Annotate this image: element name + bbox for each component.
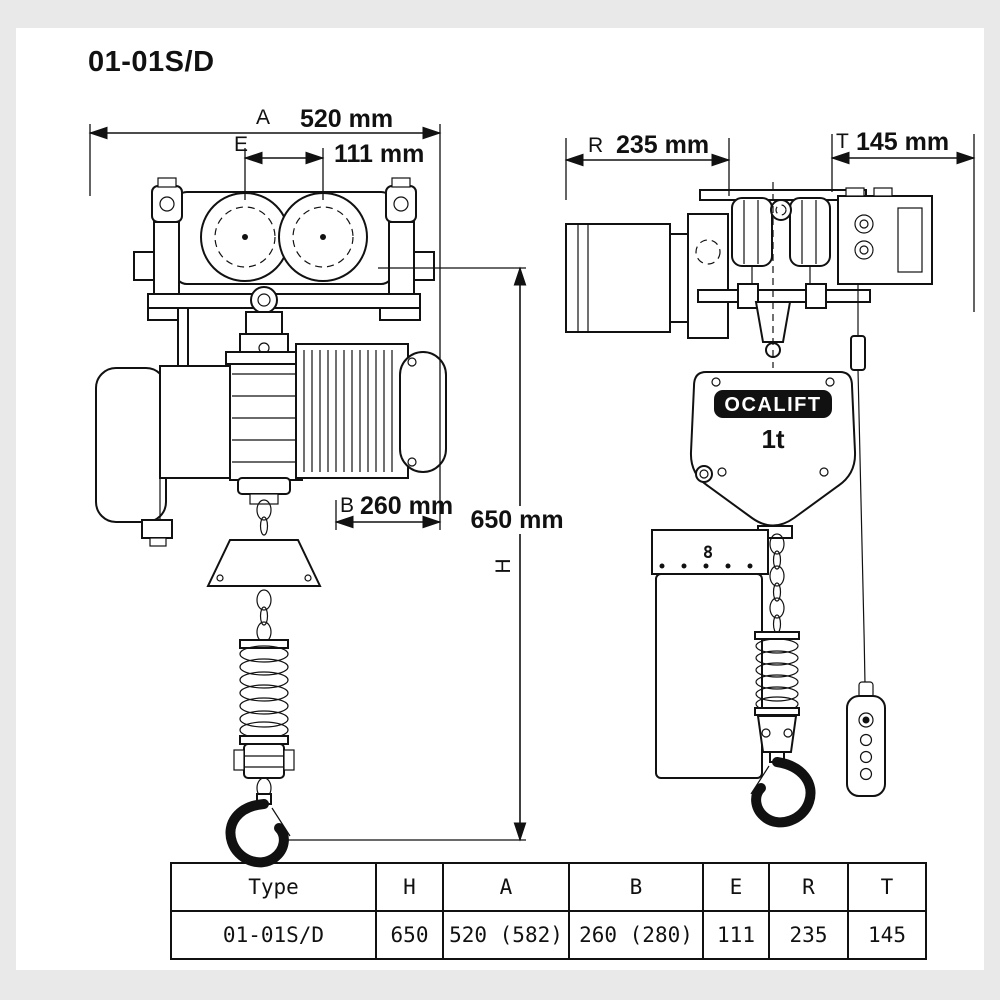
table-header-row: Type H A B E R T [170, 862, 927, 912]
side-hook [751, 757, 816, 828]
pendant-cable [857, 369, 866, 685]
cell-r: 235 [768, 910, 849, 960]
dim-a-letter: A [256, 106, 270, 129]
cell-b: 260 (280) [568, 910, 704, 960]
col-header-type: Type [170, 862, 377, 912]
dimension-a: A 520 mm [88, 105, 442, 530]
brand-plate [714, 390, 832, 418]
side-trolley [565, 182, 933, 368]
dim-b-value: 260 mm [360, 492, 453, 520]
col-header-h: H [375, 862, 444, 912]
brand-label: OCALIFT [724, 394, 821, 416]
side-chain-assembly [750, 533, 816, 828]
cell-type: 01-01S/D [170, 910, 377, 960]
dim-h-value: 650 mm [470, 506, 563, 534]
dimension-h: 650 mm H [286, 266, 572, 842]
dim-h-letter: H [492, 558, 515, 573]
dim-a-value: 520 mm [300, 105, 393, 133]
side-view: OCALIFT 1t 8 [565, 182, 933, 828]
motor-fins [303, 350, 393, 472]
dim-r-letter: R [588, 134, 603, 157]
front-spring [239, 645, 289, 739]
col-header-e: E [702, 862, 770, 912]
col-header-t: T [847, 862, 927, 912]
front-hoist-body [95, 343, 447, 547]
cell-a: 520 (582) [442, 910, 570, 960]
side-hoist-body: OCALIFT 1t [689, 371, 857, 539]
pendant-control [846, 284, 886, 797]
drawing-sheet [16, 28, 984, 970]
model-title: 01-01S/D [88, 46, 215, 78]
capacity-label: 1t [761, 424, 784, 454]
dim-t-letter: T [836, 130, 849, 153]
dim-r-value: 235 mm [616, 131, 709, 159]
front-view [95, 177, 447, 868]
cell-h: 650 [375, 910, 444, 960]
table-row: 01-01S/D 650 520 (582) 260 (280) 111 235… [170, 910, 927, 960]
front-hook [225, 799, 289, 868]
col-header-b: B [568, 862, 704, 912]
cell-t: 145 [847, 910, 927, 960]
col-header-r: R [768, 862, 849, 912]
dimension-r: R 235 mm [564, 131, 731, 200]
front-chain-assembly [206, 499, 322, 868]
dimension-table: Type H A B E R T 01-01S/D 650 520 (582) … [170, 862, 927, 960]
cell-e: 111 [702, 910, 770, 960]
dimension-e: E 111 mm [234, 133, 424, 200]
front-trolley [133, 177, 435, 367]
dim-b-letter: B [340, 494, 354, 517]
dimension-b: B 260 mm [334, 492, 453, 530]
chain-bucket: 8 [651, 529, 769, 779]
dim-e-value: 111 mm [334, 140, 424, 168]
dim-t-value: 145 mm [856, 128, 949, 156]
bucket-label: 8 [703, 543, 713, 563]
dimension-t: T 145 mm [830, 128, 976, 312]
dim-e-letter: E [234, 133, 248, 156]
col-header-a: A [442, 862, 570, 912]
